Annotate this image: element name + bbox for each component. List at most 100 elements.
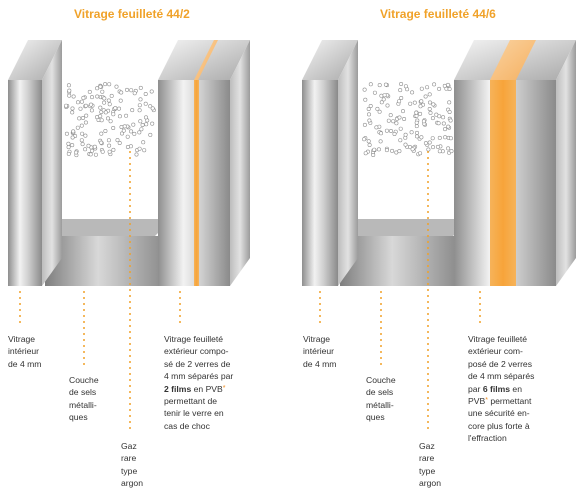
- particle: [402, 117, 407, 122]
- leader-dot: [129, 355, 131, 357]
- leader-dot: [427, 409, 429, 411]
- particle: [134, 152, 139, 157]
- label-argon-gas: Gaz rare type argon: [419, 441, 441, 489]
- leader-dot: [19, 321, 21, 323]
- leader-dot: [427, 151, 429, 153]
- leader-dot: [129, 247, 131, 249]
- particle: [391, 119, 396, 124]
- leader-dot: [380, 339, 382, 341]
- particle: [67, 93, 72, 98]
- leader-dot: [427, 427, 429, 429]
- particle: [78, 106, 83, 111]
- particle: [430, 136, 435, 141]
- exterior-laminated-pane: [158, 40, 250, 286]
- particle: [446, 146, 451, 151]
- particle: [386, 118, 391, 123]
- leader-dot: [179, 321, 181, 323]
- particle: [418, 111, 423, 116]
- particle: [412, 100, 417, 105]
- particle: [144, 115, 149, 120]
- leader-dot: [129, 181, 131, 183]
- particle: [437, 114, 442, 119]
- particle: [102, 96, 107, 101]
- particle: [148, 132, 153, 137]
- particle: [118, 98, 123, 103]
- particle: [130, 108, 135, 113]
- leader-dot: [129, 265, 131, 267]
- label-metallic-coating: Couche de sels métalli- ques: [69, 375, 99, 423]
- leader-dot: [129, 283, 131, 285]
- leader-dot: [427, 331, 429, 333]
- particle: [70, 110, 75, 115]
- particle: [111, 126, 116, 131]
- leader-dot: [83, 291, 85, 293]
- particle: [362, 122, 367, 127]
- leader-dot: [19, 297, 21, 299]
- particle: [419, 135, 424, 140]
- particle: [363, 97, 368, 102]
- particle: [443, 135, 448, 140]
- leader-dot: [83, 363, 85, 365]
- particle: [381, 97, 386, 102]
- leader-dot: [319, 297, 321, 299]
- leader-dot: [129, 397, 131, 399]
- particle: [86, 143, 91, 148]
- particle: [114, 84, 119, 89]
- particle: [400, 109, 405, 114]
- leader-dot: [129, 211, 131, 213]
- particle: [131, 122, 136, 127]
- particle: [418, 104, 423, 109]
- leader-dot: [427, 307, 429, 309]
- particle: [100, 149, 105, 154]
- particle: [83, 103, 88, 108]
- particle: [64, 103, 69, 108]
- particle: [117, 106, 122, 111]
- particle: [80, 131, 85, 136]
- leader-dot: [427, 157, 429, 159]
- particle: [447, 100, 452, 105]
- particle: [99, 131, 104, 136]
- particle: [399, 96, 404, 101]
- particle: [448, 118, 453, 123]
- particle: [74, 150, 79, 155]
- particle: [150, 106, 155, 111]
- particle: [374, 125, 379, 130]
- leader-dot: [427, 169, 429, 171]
- particle: [107, 149, 112, 154]
- particle: [367, 118, 372, 123]
- particle: [398, 88, 403, 93]
- leader-dot: [129, 361, 131, 363]
- particle: [95, 94, 100, 99]
- leader-dot: [129, 409, 131, 411]
- leader-dot: [83, 357, 85, 359]
- particle: [79, 138, 84, 143]
- particle: [437, 135, 442, 140]
- particle: [408, 101, 413, 106]
- particle: [66, 145, 71, 150]
- particle: [103, 82, 108, 87]
- particle: [132, 131, 137, 136]
- particle: [143, 92, 148, 97]
- particle: [394, 121, 399, 126]
- leader-dot: [83, 315, 85, 317]
- leader-dot: [427, 391, 429, 393]
- leader-dot: [427, 379, 429, 381]
- particle: [397, 99, 402, 104]
- particle: [150, 121, 155, 126]
- leader-dot: [427, 181, 429, 183]
- particle: [367, 143, 372, 148]
- particle: [100, 89, 105, 94]
- particle: [414, 120, 419, 125]
- particle: [419, 99, 424, 104]
- particle: [398, 126, 403, 131]
- particle: [138, 97, 143, 102]
- particle: [372, 147, 377, 152]
- leader-dot: [319, 303, 321, 305]
- particle: [70, 143, 75, 148]
- particle: [92, 144, 97, 149]
- particle: [143, 101, 148, 106]
- leader-dot: [129, 259, 131, 261]
- particle: [141, 140, 146, 145]
- particle: [115, 138, 120, 143]
- particle: [95, 86, 100, 91]
